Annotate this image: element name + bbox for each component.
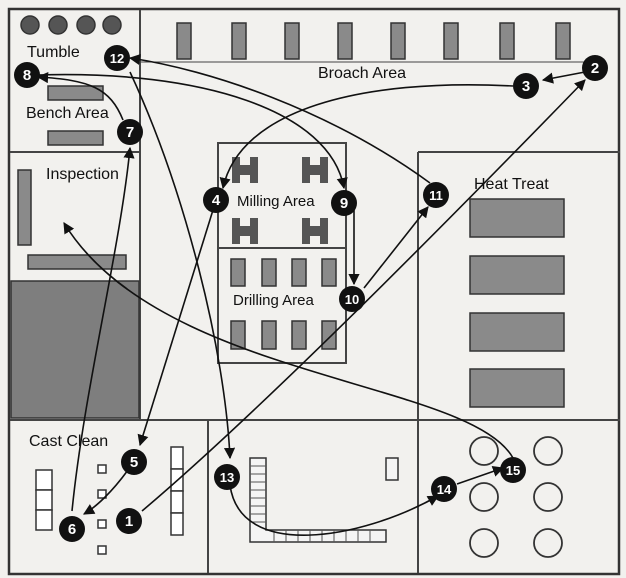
- inspection-equipment: [10, 169, 140, 419]
- step-11-marker: [423, 182, 449, 208]
- milling-area-label: Milling Area: [237, 193, 315, 210]
- step-8-label: 8: [23, 67, 31, 84]
- step-4-marker: [203, 187, 229, 213]
- step-6-label: 6: [68, 521, 76, 538]
- area-walls: [10, 10, 620, 573]
- tumble-label: Tumble: [27, 44, 80, 61]
- step-4-label: 4: [212, 192, 221, 209]
- cast-clean-label: Cast Clean: [29, 433, 109, 450]
- step-10-marker: [339, 286, 365, 312]
- step-9-marker: [331, 190, 357, 216]
- drilling-area-label: Drilling Area: [233, 292, 314, 309]
- step-2-marker: [582, 55, 608, 81]
- step-7-label: 7: [126, 124, 134, 141]
- step-8-marker: [14, 62, 40, 88]
- step-15-marker: [500, 457, 526, 483]
- heat-treat-furnaces: [469, 198, 565, 408]
- heat-treat-label: Heat Treat: [474, 176, 549, 193]
- conveyor: [249, 457, 399, 543]
- flow-arrows: [36, 53, 586, 536]
- broach-area-label: Broach Area: [318, 65, 407, 82]
- step-7-marker: [117, 119, 143, 145]
- step-5-marker: [121, 449, 147, 475]
- step-13-marker: [214, 464, 240, 490]
- step-9-label: 9: [340, 195, 348, 212]
- step-3-label: 3: [522, 78, 530, 95]
- inspection-label: Inspection: [46, 166, 119, 183]
- step-1-marker: [116, 508, 142, 534]
- broach-machines: [176, 22, 571, 60]
- step-5-label: 5: [130, 454, 138, 471]
- step-13-label: 13: [220, 470, 234, 485]
- step-14-marker: [431, 476, 457, 502]
- step-11-label: 11: [429, 188, 443, 203]
- bench-area-label: Bench Area: [26, 105, 109, 122]
- step-15-label: 15: [506, 463, 520, 478]
- step-12-marker: [104, 45, 130, 71]
- milling-machines: [232, 157, 328, 244]
- cast-clean-equipment: [35, 446, 184, 555]
- step-2-label: 2: [591, 60, 599, 77]
- step-10-label: 10: [345, 292, 359, 307]
- step-1-label: 1: [125, 513, 133, 530]
- building-outline: [7, 7, 621, 576]
- step-6-marker: [59, 516, 85, 542]
- tumble-drums: [20, 15, 122, 35]
- round-tanks: [469, 436, 563, 558]
- step-14-label: 14: [437, 482, 452, 497]
- step-12-label: 12: [110, 51, 124, 66]
- step-3-marker: [513, 73, 539, 99]
